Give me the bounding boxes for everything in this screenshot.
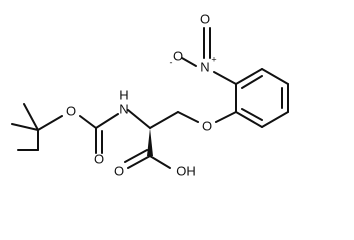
carbamate-group (79, 113, 119, 154)
wedge-bond-alpha-c-to-carboxyl (147, 128, 153, 156)
backbone (124, 109, 199, 169)
atom-nitro-o-minus: O (173, 48, 183, 63)
ring-inner-double-1 (241, 75, 263, 89)
atom-acid-oh: OH (176, 163, 196, 178)
benzene-ring (215, 68, 289, 128)
atom-carbamate-o: O (66, 103, 76, 118)
tert-butyl-group (11, 103, 63, 151)
bond-tbu-c-methyl-up (23, 103, 39, 131)
bond-tbu-c-to-o (37, 115, 63, 131)
atom-carbamate-o-double: O (94, 151, 104, 166)
atom-labels: H N O O O O OH N + O - O (66, 11, 217, 178)
bond-ether-o-to-ring (215, 111, 237, 123)
bond-n-to-alpha-c (127, 109, 151, 129)
bond-carboxyl-c-to-o-double-b (124, 149, 148, 163)
ring-bond-6 (235, 111, 263, 128)
bond-ring-to-nitro-n (213, 71, 237, 85)
nitro-group (181, 27, 237, 85)
atom-nh-h: H (119, 87, 128, 102)
ring-bond-5 (261, 111, 289, 128)
nitro-n-charge: + (211, 54, 216, 64)
atom-ether-o: O (202, 118, 212, 133)
ring-bond-2 (235, 68, 263, 85)
ring-inner-double-3 (241, 108, 263, 121)
bond-carboxyl-c-to-oh (149, 155, 171, 169)
nitro-o-charge: - (170, 57, 173, 67)
bond-o-to-carbonyl-c (79, 115, 97, 129)
bond-carbonyl-c-to-n (95, 113, 119, 129)
atom-acid-o-double: O (114, 163, 124, 178)
atom-nitro-o-double: O (200, 11, 210, 26)
bond-alpha-c-to-ch2 (149, 111, 179, 129)
bond-nitro-n-to-o-minus (181, 57, 197, 67)
atom-nitro-n: N (200, 59, 209, 74)
bond-tbu-c-methyl-left (11, 123, 39, 131)
bond-ch2-to-ether-o (177, 111, 199, 123)
atom-nh-n: N (119, 101, 128, 116)
molecule-structure: H N O O O O OH N + O - O (11, 11, 289, 178)
ring-bond-3 (261, 68, 289, 85)
bond-carboxyl-c-to-o-double-a (127, 155, 151, 169)
